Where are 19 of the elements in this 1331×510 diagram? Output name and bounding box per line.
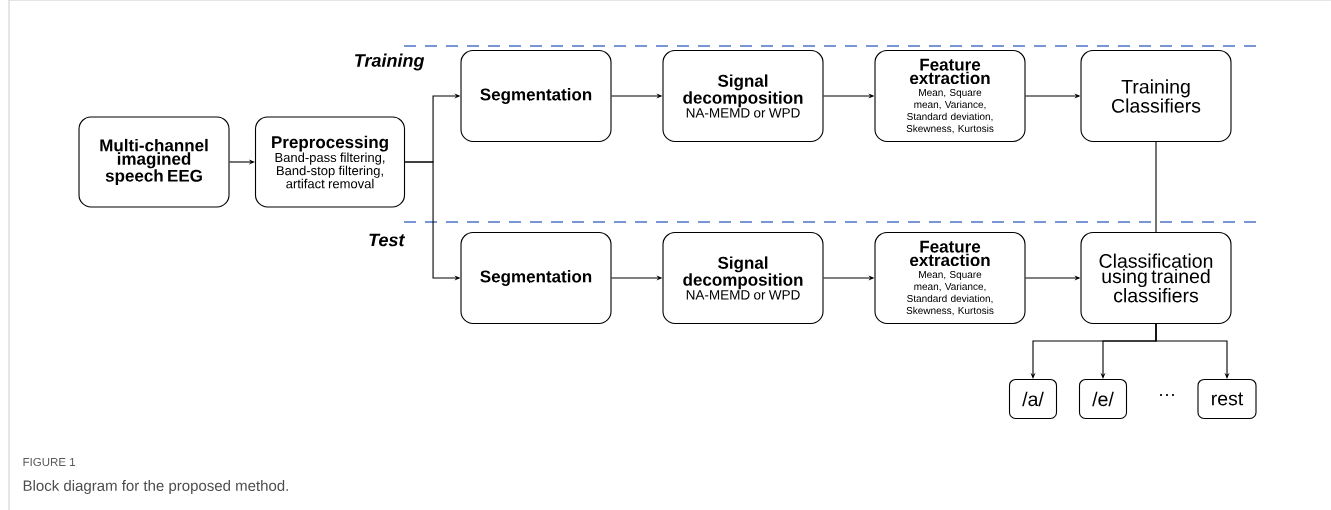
section-label: Test: [369, 233, 406, 247]
process-box: Preprocessing Band-pass filtering, Band-stop filtering, artifact removal: [254, 116, 406, 208]
output-box: /a/: [1008, 378, 1058, 420]
process-box: Segmentation: [460, 231, 612, 325]
output-box: /e/: [1078, 378, 1128, 420]
process-box: Signal decomposition NA-MEMD or WPD: [662, 49, 824, 143]
process-box: Feature extraction Mean, Square mean, Variance, Standard deviation, Skewness, Kurtosis: [874, 49, 1026, 143]
caption: Block diagram for the proposed method.: [23, 480, 288, 494]
process-box: Training Classifiers: [1080, 49, 1232, 143]
process-box: Classification using trained classifiers: [1080, 231, 1232, 325]
section-label: Training: [355, 53, 425, 71]
figure-number: FIGURE 1: [23, 457, 76, 467]
arrow: [1155, 323, 1230, 379]
ellipsis: ···: [1160, 394, 1174, 396]
output-box: rest: [1197, 378, 1257, 420]
process-box: Segmentation: [460, 49, 612, 143]
process-box: Multi-channel imagined speech EEG: [78, 116, 230, 208]
process-box: Signal decomposition NA-MEMD or WPD: [662, 231, 824, 325]
process-box: Feature extraction Mean, Square mean, Variance, Standard deviation, Skewness, Kurtosis: [874, 231, 1026, 325]
